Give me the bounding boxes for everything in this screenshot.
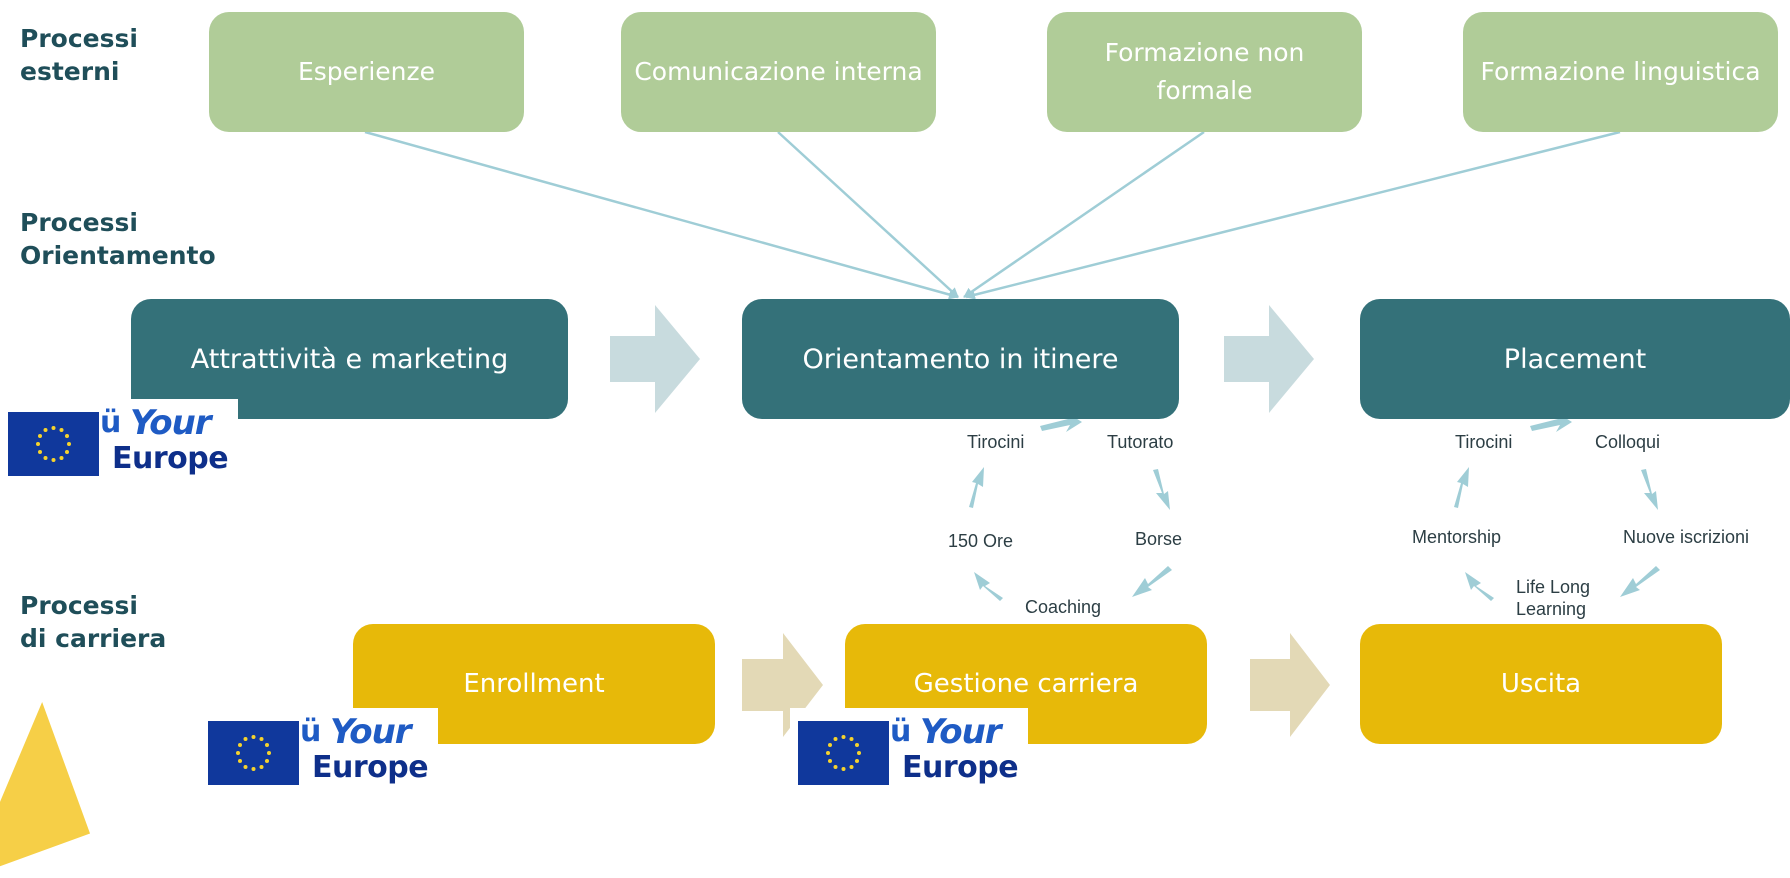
external-box-formazione-linguistica: Formazione linguistica	[1463, 12, 1778, 132]
your-europe-logo: ü Your Europe	[200, 708, 438, 794]
smile-icon: ü	[890, 714, 912, 749]
logo-your: Your	[920, 712, 1002, 752]
cycle-left-borse: Borse	[1135, 529, 1183, 549]
cycle-left-150-ore: 150 Ore	[948, 531, 1014, 551]
orientation-box-itinere: Orientamento in itinere	[742, 299, 1179, 419]
logo-europe: Europe	[902, 750, 1019, 785]
external-box-comunicazione: Comunicazione interna	[621, 12, 936, 132]
external-box-esperienze: Esperienze	[209, 12, 524, 132]
connector-formazione-linguistica	[965, 130, 1621, 300]
smile-icon: ü	[100, 405, 122, 440]
logo-your: Your	[330, 712, 412, 752]
connector-formazione-non-formale	[963, 130, 1205, 299]
logo-europe: Europe	[112, 441, 229, 476]
connector-comunicazione	[777, 131, 959, 298]
cycle-arrow-left-right	[1153, 469, 1170, 510]
flow-arrow-career-2	[1250, 633, 1330, 737]
cycle-left-tirocini: Tirocini	[967, 432, 1025, 452]
cycle-arrow-right-left	[1454, 467, 1469, 508]
career-box-uscita: Uscita	[1360, 624, 1722, 744]
flow-arrow-orientation-2	[1224, 305, 1314, 413]
cycle-right-life-long-learning: Life Long Learning	[1516, 577, 1591, 619]
your-europe-logo: ü Your Europe	[790, 708, 1028, 794]
eu-flag-icon	[8, 412, 99, 476]
cycle-right-colloqui: Colloqui	[1595, 432, 1661, 452]
cycle-arrow-right-bottomright	[1620, 566, 1660, 597]
logo-europe: Europe	[312, 750, 429, 785]
cycle-arrow-right-bottomleft	[1465, 572, 1494, 601]
logo-your: Your	[130, 403, 212, 443]
connector-esperienze	[364, 130, 959, 300]
eu-flag-icon	[798, 721, 889, 785]
your-europe-logo: ü Your Europe	[0, 399, 238, 485]
cycle-left-coaching: Coaching	[1025, 597, 1102, 617]
cycle-right-nuove-iscrizioni: Nuove iscrizioni	[1623, 527, 1750, 547]
diagram-connectors	[364, 130, 1660, 737]
cycle-left-tutorato: Tutorato	[1107, 432, 1174, 452]
row-label-external: Processi esterni	[20, 24, 138, 86]
row-label-career: Processi di carriera	[20, 591, 167, 653]
cycle-right-tirocini: Tirocini	[1455, 432, 1513, 452]
smile-icon: ü	[300, 714, 322, 749]
cycle-arrow-right-right	[1641, 469, 1658, 510]
orientation-box-placement: Placement	[1360, 299, 1790, 419]
cycle-right-mentorship: Mentorship	[1412, 527, 1502, 547]
row-label-orientation: Processi Orientamento	[20, 208, 216, 270]
external-box-formazione-non-formale: Formazione non formale	[1047, 12, 1362, 132]
cycle-arrow-left-left	[969, 467, 984, 508]
eu-flag-icon	[208, 721, 299, 785]
flow-arrow-orientation-1	[610, 305, 700, 413]
cycle-arrow-left-bottomleft	[974, 572, 1003, 601]
cycle-arrow-left-bottomright	[1132, 566, 1172, 597]
